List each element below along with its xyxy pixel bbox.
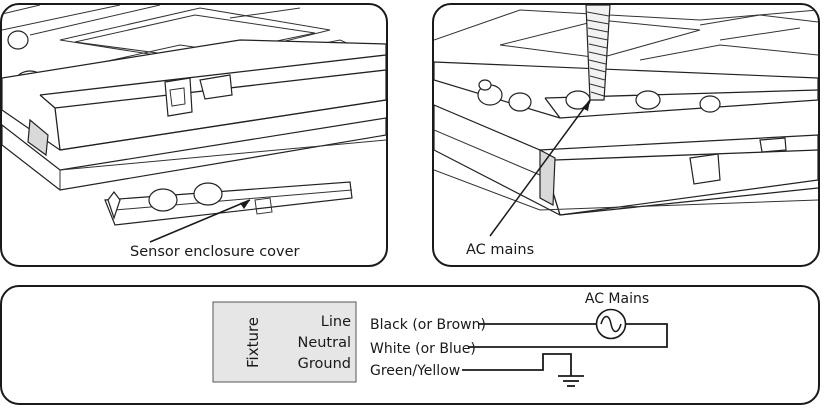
ac-mains-label: AC mains — [466, 242, 534, 258]
ac-mains-conduit — [585, 5, 611, 101]
neutral-wire — [468, 323, 668, 348]
terminal-line: Line — [321, 314, 351, 330]
fixture-box — [212, 301, 357, 383]
callout-leader — [489, 99, 591, 237]
callout-leader — [149, 199, 251, 243]
fixture-illustration-right: AC mains — [434, 5, 818, 258]
knockout-hole — [148, 188, 178, 212]
knockout-hole — [193, 182, 223, 206]
ac-mains-source-label: AC Mains — [585, 291, 649, 307]
fixture-illustration-left: Sensor enclosure cover — [2, 5, 386, 260]
wire-black-label: Black (or Brown) — [370, 317, 486, 333]
fixture-label: Fixture — [244, 317, 262, 368]
terminal-neutral: Neutral — [297, 335, 351, 351]
ac-source-icon — [595, 308, 627, 340]
sensor-enclosure-cover — [104, 181, 353, 226]
wiring-panel: Fixture Line Neutral Ground Black (or Br… — [0, 285, 820, 405]
right-panel: AC mains — [432, 3, 820, 267]
wire-white-label: White (or Blue) — [370, 341, 476, 357]
wire-green-yellow-label: Green/Yellow — [370, 363, 460, 379]
ground-wire — [462, 353, 572, 376]
left-panel: Sensor enclosure cover — [0, 3, 388, 267]
terminal-ground: Ground — [298, 356, 351, 372]
ground-icon — [558, 375, 584, 387]
sensor-enclosure-cover-label: Sensor enclosure cover — [130, 244, 300, 260]
